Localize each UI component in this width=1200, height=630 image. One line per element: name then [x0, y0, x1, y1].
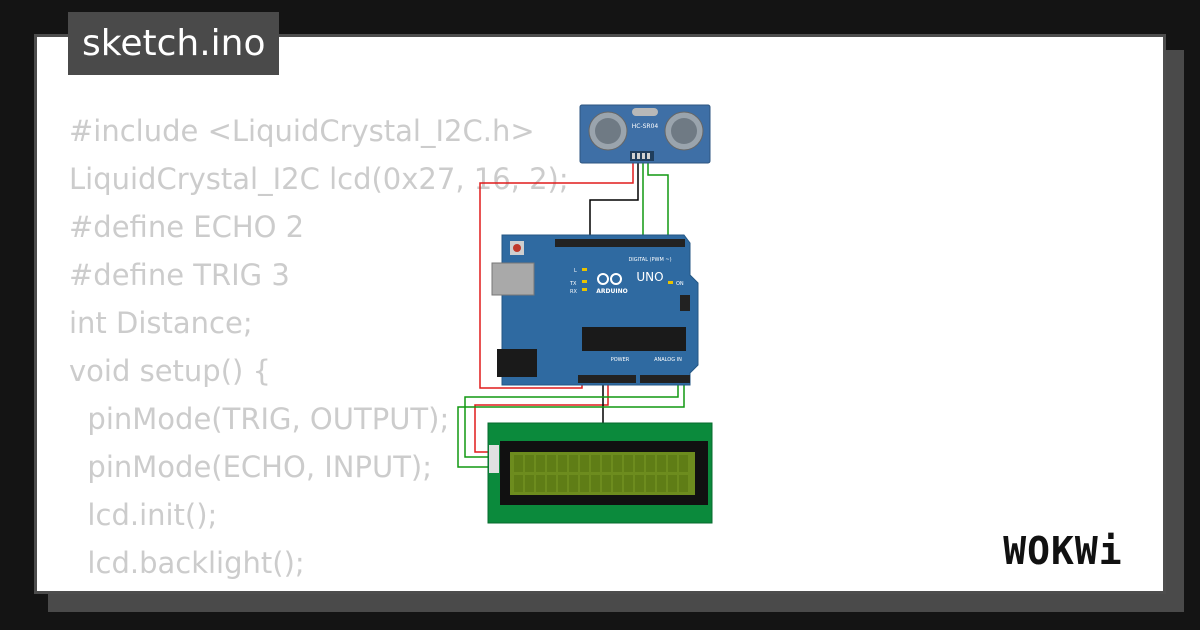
arduino-uno-board[interactable]: DIGITAL (PWM ~) UNO ARDUINO L TX RX ON P…: [491, 234, 699, 386]
code-preview: #include <LiquidCrystal_I2C.h> LiquidCrys…: [69, 107, 569, 591]
board-brand: ARDUINO: [596, 288, 627, 295]
power-header: [578, 375, 636, 383]
wokwi-logo: WOKWi: [1003, 529, 1122, 573]
wire-green-lcd-sda: [464, 380, 679, 458]
code-line: pinMode(TRIG, OUTPUT);: [69, 402, 450, 436]
lcd-display[interactable]: [487, 422, 713, 524]
led-on-label: ON: [676, 281, 684, 287]
power-label: POWER: [611, 357, 630, 363]
circuit-diagram: HC-SR04 DIGITAL (PWM ~) UNO ARDUINO L TX…: [457, 104, 713, 524]
digital-header: [555, 239, 685, 247]
code-line: #include <LiquidCrystal_I2C.h>: [69, 114, 535, 148]
code-line: void setup() {: [69, 354, 271, 388]
board-model: UNO: [636, 270, 663, 284]
usb-connector: [491, 262, 535, 296]
code-line: pinMode(ECHO, INPUT);: [69, 450, 433, 484]
code-line: }: [69, 587, 569, 591]
code-line: int Distance;: [69, 306, 253, 340]
wires: [457, 160, 685, 468]
wire-red-sensor-vcc: [479, 160, 634, 389]
icsp-header: [680, 295, 690, 311]
wokwi-logo-text: WOKWi: [1003, 529, 1122, 573]
wire-black-sensor-gnd: [589, 160, 639, 240]
analog-header: [640, 375, 690, 383]
lcd-i2c-pins: [489, 445, 499, 473]
ultrasonic-sensor[interactable]: HC-SR04: [579, 104, 711, 164]
code-line: LiquidCrystal_I2C lcd(0x27, 16, 2);: [69, 162, 569, 196]
code-line: lcd.backlight();: [69, 546, 305, 580]
power-jack: [497, 349, 537, 377]
wire-green-lcd-scl: [457, 380, 685, 468]
led-rx-label: RX: [570, 289, 577, 295]
arduino-logo-icon: [597, 273, 622, 285]
led-l-label: L: [574, 268, 577, 274]
atmega-chip: [582, 327, 686, 351]
code-line: lcd.init();: [69, 498, 218, 532]
sensor-label: HC-SR04: [632, 123, 659, 130]
led-tx-label: TX: [569, 281, 577, 287]
wire-green-sensor-echo: [647, 160, 669, 235]
code-line: #define ECHO 2: [69, 210, 305, 244]
analog-label: ANALOG IN: [654, 357, 682, 363]
code-line: #define TRIG 3: [69, 258, 290, 292]
digital-label: DIGITAL (PWM ~): [628, 257, 671, 263]
file-name-tab: sketch.ino: [68, 12, 280, 75]
lcd-character-cells: [514, 455, 688, 492]
